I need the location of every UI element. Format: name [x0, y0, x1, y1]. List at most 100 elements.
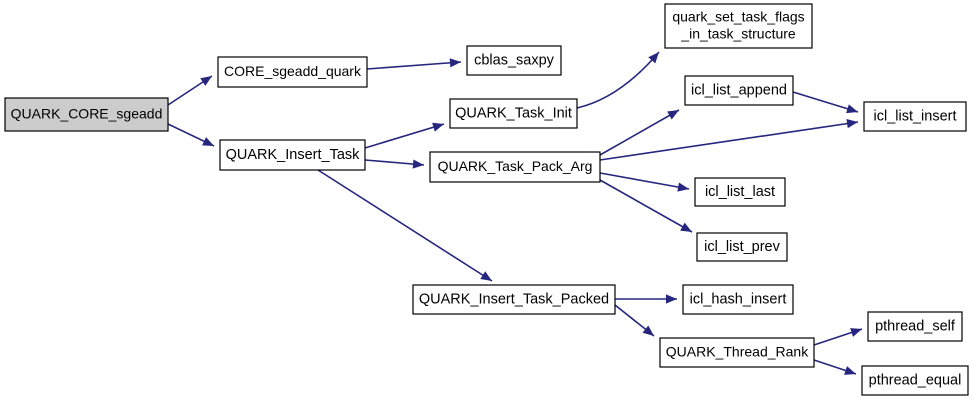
node-box[interactable]	[219, 139, 366, 171]
arrow-head-icon	[412, 159, 424, 169]
node-box[interactable]	[867, 311, 963, 342]
node-label-line: QUARK_Task_Init	[455, 105, 572, 121]
graph-node-quark-core-sgeadd[interactable]: QUARK_CORE_sgeadd	[4, 97, 169, 132]
graph-node-quark-task-init[interactable]: QUARK_Task_Init	[449, 98, 578, 129]
node-label-line: icl_hash_insert	[690, 291, 787, 307]
node-box[interactable]	[4, 97, 169, 132]
graph-node-pthread-equal[interactable]: pthread_equal	[861, 365, 969, 396]
call-edge	[792, 91, 859, 114]
arrow-head-icon	[680, 222, 692, 232]
call-edge	[813, 359, 857, 375]
call-edge	[317, 169, 493, 282]
node-label: icl_list_append	[691, 82, 787, 98]
node-box[interactable]	[466, 45, 562, 76]
node-box[interactable]	[412, 284, 616, 315]
call-edge	[599, 109, 680, 156]
graph-node-quark-task-pack-arg[interactable]: QUARK_Task_Pack_Arg	[429, 151, 601, 183]
node-box[interactable]	[429, 151, 601, 183]
arrow-head-icon	[844, 366, 856, 375]
node-label: icl_list_prev	[704, 239, 780, 255]
graph-node-icl-hash-insert[interactable]: icl_hash_insert	[682, 284, 794, 315]
graph-node-quark-insert-task-packed[interactable]: QUARK_Insert_Task_Packed	[412, 284, 616, 315]
arrow-head-icon	[449, 58, 461, 68]
node-box[interactable]	[694, 177, 786, 207]
graph-node-core-sgeadd-quark[interactable]: CORE_sgeadd_quark	[217, 56, 368, 88]
call-edge	[599, 119, 859, 161]
nodes-layer: QUARK_CORE_sgeadd CORE_sgeadd_quarkQUARK_…	[4, 3, 969, 396]
call-edge	[813, 328, 863, 346]
node-label: QUARK_Thread_Rank	[666, 343, 809, 359]
call-edge	[364, 159, 425, 169]
node-label-line: QUARK_Thread_Rank	[666, 343, 809, 359]
node-box[interactable]	[217, 56, 368, 88]
graph-node-cblas-saxpy[interactable]: cblas_saxpy	[466, 45, 562, 76]
node-label: icl_list_last	[705, 184, 775, 200]
node-label-line: cblas_saxpy	[474, 52, 555, 68]
node-label: icl_list_insert	[874, 108, 957, 124]
call-edge	[599, 172, 690, 192]
node-label-line: icl_list_prev	[704, 239, 780, 255]
arrow-head-icon	[648, 52, 659, 64]
node-label-line: icl_list_append	[691, 82, 787, 98]
arrow-head-icon	[846, 104, 858, 114]
node-label: QUARK_Task_Init	[455, 105, 572, 121]
node-label-line: QUARK_Task_Pack_Arg	[438, 158, 593, 174]
node-label-line: icl_list_last	[705, 184, 775, 200]
arrow-head-icon	[667, 110, 679, 120]
node-label: QUARK_CORE_sgeadd	[11, 105, 163, 121]
graph-node-icl-list-insert[interactable]: icl_list_insert	[863, 101, 967, 132]
edges-layer	[167, 51, 863, 375]
node-label-line: CORE_sgeadd_quark	[224, 63, 362, 79]
node-label: quark_set_task_flags_in_task_structure	[672, 8, 804, 41]
call-edge	[364, 122, 445, 149]
arrow-head-icon	[850, 328, 862, 337]
call-edge	[576, 51, 660, 109]
node-label-line: pthread_equal	[869, 372, 962, 388]
graph-node-icl-list-prev[interactable]: icl_list_prev	[696, 232, 788, 262]
arrow-head-icon	[480, 271, 492, 281]
call-edge	[366, 58, 462, 70]
node-label: QUARK_Task_Pack_Arg	[438, 158, 593, 174]
node-box[interactable]	[696, 232, 788, 262]
graph-node-quark-thread-rank[interactable]: QUARK_Thread_Rank	[659, 337, 815, 368]
graph-node-quark-insert-task[interactable]: QUARK_Insert_Task	[219, 139, 366, 171]
node-label-line: QUARK_Insert_Task_Packed	[419, 291, 609, 307]
node-label-line: QUARK_Insert_Task	[226, 147, 361, 163]
node-label: CORE_sgeadd_quark	[224, 63, 362, 79]
arrow-head-icon	[677, 182, 689, 192]
arrow-head-icon	[202, 137, 214, 146]
call-edge	[614, 304, 655, 337]
node-label: icl_hash_insert	[690, 291, 787, 307]
node-label-line: icl_list_insert	[874, 108, 957, 124]
arrow-head-icon	[432, 122, 444, 132]
node-label-line: pthread_self	[875, 318, 956, 334]
arrow-head-icon	[846, 119, 858, 129]
graph-node-icl-list-last[interactable]: icl_list_last	[694, 177, 786, 207]
arrow-head-icon	[642, 325, 654, 336]
call-edge	[599, 179, 693, 233]
node-box[interactable]	[449, 98, 578, 129]
node-box[interactable]	[659, 337, 815, 368]
node-label-line: QUARK_CORE_sgeadd	[11, 105, 163, 121]
node-box[interactable]	[682, 284, 794, 315]
node-box[interactable]	[684, 75, 794, 106]
node-label: QUARK_Insert_Task_Packed	[419, 291, 609, 307]
node-label: pthread_self	[875, 318, 956, 334]
node-label-line: quark_set_task_flags	[672, 8, 804, 24]
arrow-head-icon	[666, 294, 677, 304]
node-box[interactable]	[664, 3, 813, 49]
graph-node-quark-set-task-flags[interactable]: quark_set_task_flags_in_task_structure	[664, 3, 813, 49]
graph-node-icl-list-append[interactable]: icl_list_append	[684, 75, 794, 106]
node-label: QUARK_Insert_Task	[226, 147, 361, 163]
call-edge	[167, 123, 215, 147]
node-label: pthread_equal	[869, 372, 962, 388]
call-edge	[167, 75, 213, 106]
graph-node-pthread-self[interactable]: pthread_self	[867, 311, 963, 342]
node-label-line: _in_task_structure	[680, 25, 796, 41]
node-label: cblas_saxpy	[474, 52, 555, 68]
node-box[interactable]	[861, 365, 969, 396]
arrow-head-icon	[200, 76, 212, 86]
node-box[interactable]	[863, 101, 967, 132]
